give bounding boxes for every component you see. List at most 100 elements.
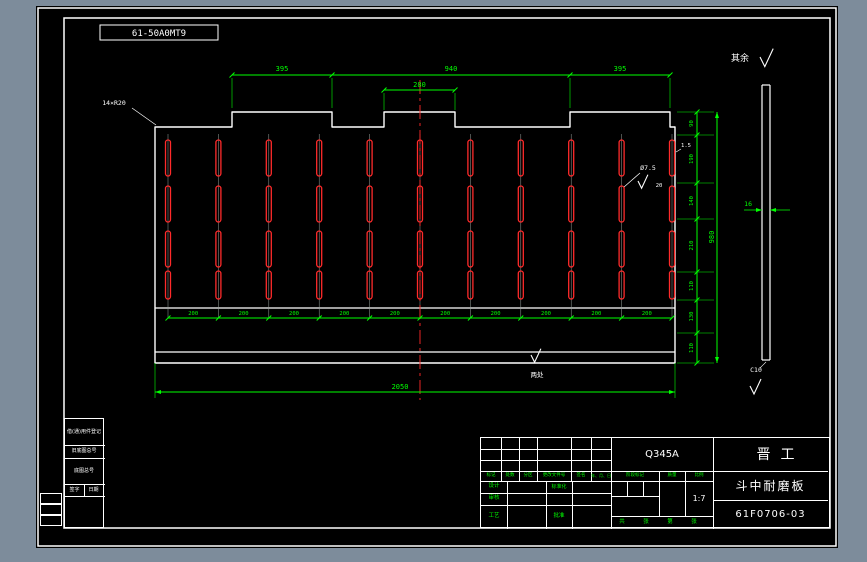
- divider: [65, 445, 105, 446]
- label-scale: 比例: [694, 472, 704, 478]
- svg-text:110: 110: [689, 343, 695, 353]
- divider: [571, 438, 572, 481]
- svg-text:200: 200: [591, 311, 601, 317]
- svg-text:200: 200: [491, 311, 501, 317]
- label-design: 设计: [488, 483, 500, 490]
- svg-text:90: 90: [689, 120, 695, 127]
- divider: [507, 481, 508, 529]
- svg-text:2050: 2050: [392, 383, 409, 391]
- svg-text:395: 395: [614, 65, 627, 73]
- margin-zone-box: [40, 504, 62, 515]
- margin-zone-box: [40, 493, 62, 504]
- label-weight: 质量: [667, 472, 677, 478]
- company-name: 晋工: [756, 446, 805, 463]
- dims-top: 395 940 395 280: [229, 65, 673, 110]
- svg-text:两处: 两处: [531, 370, 545, 379]
- stamp-box: 61-50A0MT9: [99, 24, 219, 41]
- svg-text:1.5: 1.5: [681, 143, 691, 149]
- margin-block-date-label: 日期: [88, 486, 99, 493]
- svg-text:16: 16: [744, 200, 752, 208]
- material-value: Q345A: [645, 448, 679, 460]
- svg-text:200: 200: [188, 311, 198, 317]
- svg-text:200: 200: [339, 311, 349, 317]
- rev-header-date: 年、月、日: [591, 473, 611, 478]
- divider: [84, 484, 85, 496]
- svg-text:140: 140: [689, 196, 695, 206]
- svg-text:110: 110: [689, 281, 695, 291]
- label-check: 审核: [488, 495, 500, 502]
- margin-block-label: 借(通)用件登记: [67, 428, 101, 435]
- label-sheet-no: 第: [667, 518, 673, 525]
- drawing-number: 61F0706-03: [735, 508, 806, 520]
- divider: [611, 438, 612, 529]
- dims-bottom: 200 200 200 200 200 200 200 200 200 200 2050: [154, 311, 676, 398]
- svg-text:14×R20: 14×R20: [102, 99, 126, 107]
- divider: [65, 484, 105, 485]
- label-approve: 批准: [553, 513, 565, 520]
- divider: [611, 496, 659, 497]
- part-name: 斗中耐磨板: [735, 478, 806, 493]
- plate-outline: [154, 111, 676, 364]
- svg-text:280: 280: [413, 81, 426, 89]
- label-sheets-unit1: 张: [643, 518, 649, 525]
- scale-value: 1:7: [692, 493, 706, 503]
- margin-block-table: 借(通)用件登记 旧底图总号 底图总号 签字 日期: [64, 418, 105, 528]
- margin-block-label: 旧底图总号: [71, 448, 97, 454]
- general-surface-note: 其余: [731, 48, 774, 68]
- margin-block-sign-label: 签字: [69, 486, 80, 493]
- divider: [572, 481, 573, 529]
- label-process: 工艺: [488, 513, 500, 520]
- divider: [643, 481, 644, 496]
- divider: [713, 500, 828, 501]
- svg-text:130: 130: [689, 312, 695, 322]
- divider: [713, 438, 714, 529]
- rev-header-count: 处数: [505, 472, 515, 478]
- svg-text:940: 940: [445, 65, 458, 73]
- svg-text:C10: C10: [750, 366, 762, 374]
- svg-text:200: 200: [239, 311, 249, 317]
- divider: [546, 481, 547, 529]
- divider: [591, 438, 592, 481]
- svg-text:Ø7.5: Ø7.5: [640, 164, 656, 172]
- svg-text:200: 200: [440, 311, 450, 317]
- margin-zone-box: [40, 515, 62, 526]
- slot-grid: [164, 80, 676, 400]
- svg-text:20: 20: [656, 183, 663, 189]
- svg-text:190: 190: [689, 154, 695, 164]
- divider: [65, 458, 105, 459]
- divider: [519, 438, 520, 481]
- divider: [685, 471, 686, 516]
- rev-header-zone: 分区: [523, 472, 533, 478]
- rev-header-mark: 标记: [486, 472, 496, 478]
- svg-text:200: 200: [390, 311, 400, 317]
- divider: [659, 471, 660, 516]
- label-stage: 阶段标记: [626, 472, 644, 478]
- divider: [627, 481, 628, 496]
- divider: [481, 449, 611, 450]
- svg-text:200: 200: [541, 311, 551, 317]
- divider: [501, 438, 502, 481]
- svg-text:200: 200: [642, 311, 652, 317]
- rev-header-sign: 签名: [576, 472, 586, 478]
- svg-text:200: 200: [289, 311, 299, 317]
- rev-header-docno: 更改文件号: [542, 472, 566, 478]
- svg-text:其余: 其余: [731, 52, 749, 64]
- label-standardization: 标准化: [551, 483, 567, 490]
- divider: [537, 438, 538, 481]
- svg-text:61-50A0MT9: 61-50A0MT9: [132, 29, 186, 39]
- sheet-frames: [37, 7, 837, 547]
- divider: [65, 496, 105, 497]
- label-sheets-total: 共: [619, 518, 625, 525]
- divider: [481, 460, 611, 461]
- margin-block-label: 底图总号: [73, 467, 94, 474]
- divider: [481, 481, 713, 482]
- divider: [611, 516, 713, 517]
- svg-text:395: 395: [276, 65, 289, 73]
- label-sheets-unit2: 张: [691, 518, 697, 525]
- svg-text:980: 980: [708, 231, 716, 244]
